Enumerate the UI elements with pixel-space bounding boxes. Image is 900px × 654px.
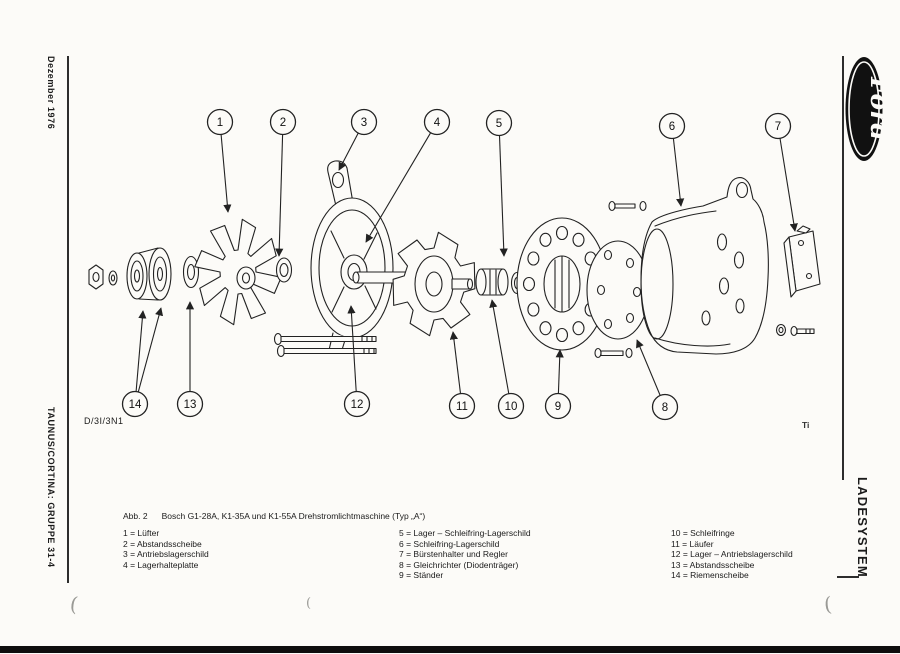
svg-text:13: 13 [184,399,197,411]
part-shaft-nut [88,264,118,290]
part-through-bolts [273,332,377,358]
svg-text:6: 6 [669,121,675,133]
svg-text:2: 2 [280,117,286,129]
figure-number: Abb. 2 [123,511,148,521]
legend-item: 7 = Bürstenhalter und Regler [399,549,508,560]
legend-item: 4 = Lagerhalteplatte [123,559,199,570]
svg-text:4: 4 [434,117,441,129]
callout-7: 7 [764,112,798,232]
legend-item: 13 = Abstandsscheibe [671,559,755,570]
svg-text:10: 10 [505,401,518,413]
legend-item: 6 = Schleifring-Lagerschild [399,538,500,549]
part-screw-top [608,200,647,212]
ladesystem-underline [837,576,859,578]
page-bottom-bar [0,646,900,653]
legend-item: 11 = Läufer [671,538,714,549]
callout-8: 8 [636,339,679,421]
legend-item: 1 = Lüfter [123,528,160,538]
callout-2: 2 [269,108,297,257]
callout-6: 6 [658,112,686,207]
svg-text:3: 3 [361,117,367,129]
part-spacer-ring [275,257,293,283]
ford-logo: Ford [845,57,884,161]
legend-item: 14 = Riemenscheibe [671,570,749,581]
left-margin-rule [67,56,69,583]
section-title: LADESYSTEM [855,477,870,578]
svg-text:7: 7 [775,121,781,133]
right-margin-rule [842,56,844,480]
svg-text:9: 9 [555,401,561,413]
callout-14: 14 [121,307,164,418]
part-screw-bottom-right [775,323,815,337]
svg-text:12: 12 [351,399,364,411]
part-fan [194,218,282,326]
svg-text:14: 14 [129,399,142,411]
legend-item: 2 = Abstandsscheibe [123,538,202,549]
svg-text:11: 11 [456,401,468,413]
part-rotor [352,231,476,337]
part-screw-bottom-mid [594,347,633,359]
callout-10: 10 [489,299,525,420]
callout-11: 11 [448,331,476,420]
part-spacer-front [182,255,200,289]
figure-title: Bosch G1-28A, K1-35A und K1-55A Drehstro… [161,511,426,521]
part-pulley [126,247,172,301]
legend-item: 12 = Lager – Antriebslagerschild [671,549,793,560]
callout-1: 1 [206,108,234,213]
svg-text:8: 8 [662,402,668,414]
callout-4: 4 [365,108,451,243]
figure-caption: Abb. 2 Bosch G1-28A, K1-35A und K1-55A Dr… [123,511,425,521]
legend-item: 5 = Lager – Schleifring-Lagerschild [399,528,531,538]
part-regulator [783,225,821,298]
ford-logo-script: Ford [865,76,884,141]
part-slip-ring-end-shield [640,177,769,355]
legend-item: 3 = Antriebslagerschild [123,549,209,560]
page-mark: Ti [802,420,810,430]
issue-date-label: Dezember 1976 [46,56,56,130]
part-slip-rings [475,268,524,296]
part-rectifier [586,240,650,340]
callout-9: 9 [544,349,572,420]
legend-item: 10 = Schleifringe [671,528,735,538]
callout-3: 3 [338,108,378,171]
callout-5: 5 [485,109,513,257]
legend-item: 9 = Ständer [399,570,444,581]
drawing-code: D/3I/3N1 [84,416,124,426]
svg-text:1: 1 [217,117,223,129]
scan-artifact: ( [306,596,312,611]
legend-item: 8 = Gleichrichter (Diodenträger) [399,559,519,570]
callout-12: 12 [343,305,371,418]
callout-13: 13 [176,301,204,418]
svg-text:5: 5 [496,118,502,130]
model-group-label: TAUNUS/CORTINA: GRUPPE 31-4 [46,407,56,568]
